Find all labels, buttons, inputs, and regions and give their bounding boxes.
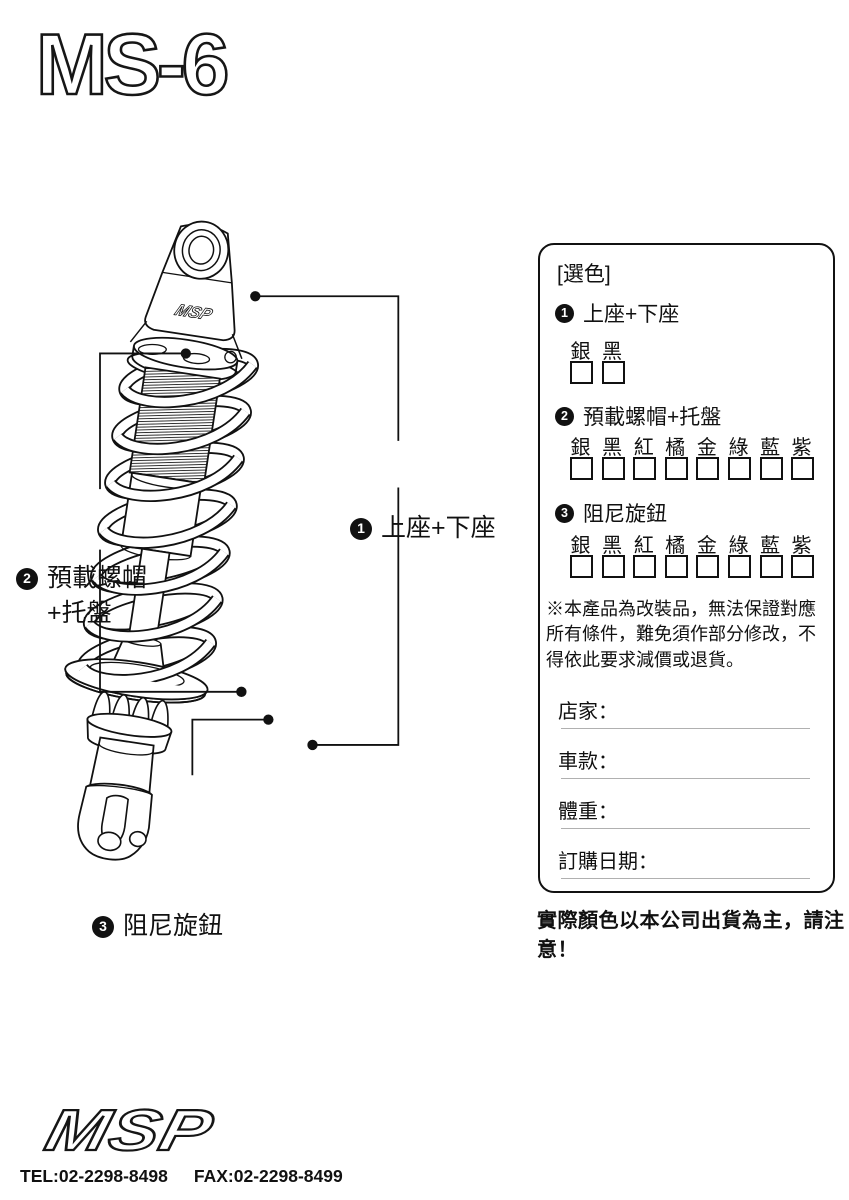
callout-leader-lines xyxy=(99,295,400,776)
lower-fork xyxy=(77,736,155,861)
color-checkbox[interactable] xyxy=(791,555,815,578)
color-checkbox[interactable] xyxy=(570,555,593,578)
callout-2-label-line1: 預載螺帽 xyxy=(47,564,148,592)
callout-1-label: 上座+下座 xyxy=(381,514,496,542)
shock-absorber-drawing: MSP xyxy=(64,220,400,861)
color-label: 橘 xyxy=(665,535,686,557)
field-weight-input[interactable] xyxy=(561,828,810,829)
leader-1 xyxy=(255,295,400,746)
color-label: 綠 xyxy=(728,535,749,557)
color-label: 銀 xyxy=(570,341,591,363)
color-label: 紫 xyxy=(791,535,812,557)
leader-3 xyxy=(191,718,269,776)
color-label: 橘 xyxy=(665,437,686,459)
color-label: 紅 xyxy=(633,535,654,557)
callout-2-bullet: 2 xyxy=(16,567,38,590)
leader-2-lower xyxy=(99,549,242,693)
color-label: 金 xyxy=(696,535,717,557)
color-checkbox[interactable] xyxy=(601,555,625,578)
color-label: 黑 xyxy=(602,437,623,459)
color-notice-text: 實際顏色以本公司出貨為主，請注意！ xyxy=(537,910,845,961)
section-3-label: 阻尼旋鈕 xyxy=(583,503,667,526)
section-2-bullet: 2 xyxy=(555,406,574,426)
callout-3-bullet: 3 xyxy=(92,915,114,938)
tel-text: TEL:02-2298-8498 xyxy=(20,1166,168,1186)
section-1-bullet: 1 xyxy=(555,303,574,323)
disclaimer-text: ※本產品為改裝品，無法保證對應 所有條件，難免須作部分修改，不 得依此要求減價或… xyxy=(546,597,834,673)
section-2-header: 2 預載螺帽+托盤 xyxy=(555,401,721,431)
color-checkbox[interactable] xyxy=(664,457,688,480)
color-checkbox[interactable] xyxy=(570,457,593,480)
color-checkbox[interactable] xyxy=(664,555,688,578)
shock-body-group: MSP xyxy=(64,220,260,861)
callout-1-bullet: 1 xyxy=(350,517,372,540)
color-checkbox[interactable] xyxy=(791,457,815,480)
callout-damping-knob: 3 阻尼旋鈕 xyxy=(92,909,223,944)
color-checkbox[interactable] xyxy=(696,555,720,578)
section-1-header: 1 上座+下座 xyxy=(555,298,679,328)
field-shop-label: 店家： xyxy=(558,701,618,723)
color-label: 銀 xyxy=(570,535,591,557)
threaded-body xyxy=(128,366,221,485)
color-label: 黑 xyxy=(602,341,623,363)
callout-preload-nut-tray: 2 預載螺帽 +托盤 xyxy=(16,561,147,631)
color-label: 金 xyxy=(696,437,717,459)
field-vehicle-label: 車款： xyxy=(558,751,618,773)
color-checkbox[interactable] xyxy=(570,361,593,384)
contact-info: TEL:02-2298-8498 FAX:02-2298-8499 xyxy=(20,1166,343,1187)
color-checkbox[interactable] xyxy=(727,555,751,578)
callout-upper-lower-seat: 1 上座+下座 xyxy=(350,511,496,546)
section-3-colors: 銀 黑 紅 橘 金 綠 藍 紫 xyxy=(570,529,823,578)
disclaimer-line: 所有條件，難免須作部分修改，不 xyxy=(546,624,816,645)
section-1-colors: 銀 黑 xyxy=(570,335,633,384)
field-order-date-input[interactable] xyxy=(561,878,810,879)
color-checkbox[interactable] xyxy=(601,361,625,384)
engraved-brand: MSP xyxy=(172,301,217,324)
color-checkbox[interactable] xyxy=(759,555,783,578)
spring-front-coils xyxy=(77,360,258,687)
color-selection-panel: [選色] 1 上座+下座 銀 黑 2 預載螺帽+托盤 銀 黑 紅 橘 金 綠 藍… xyxy=(538,243,835,893)
color-label: 藍 xyxy=(760,535,781,557)
callout-2-label-line2: +托盤 xyxy=(47,599,112,627)
field-vehicle-input[interactable] xyxy=(561,778,810,779)
model-title: MS-6 xyxy=(35,17,231,113)
disclaimer-line: 得依此要求減價或退貨。 xyxy=(546,649,744,670)
fax-text: FAX:02-2298-8499 xyxy=(193,1166,343,1186)
callout-3-label: 阻尼旋鈕 xyxy=(123,912,224,940)
field-order-date-label: 訂購日期： xyxy=(558,851,658,873)
leader-2-upper xyxy=(99,352,186,490)
color-checkbox[interactable] xyxy=(759,457,783,480)
color-checkbox[interactable] xyxy=(727,457,751,480)
color-label: 紅 xyxy=(633,437,654,459)
field-weight-label: 體重： xyxy=(558,801,618,823)
color-label: 藍 xyxy=(760,437,781,459)
upper-mount: MSP xyxy=(129,220,243,360)
color-label: 綠 xyxy=(728,437,749,459)
section-3-header: 3 阻尼旋鈕 xyxy=(555,498,667,528)
color-checkbox[interactable] xyxy=(601,457,625,480)
color-checkbox[interactable] xyxy=(696,457,720,480)
color-label: 紫 xyxy=(791,437,812,459)
section-2-label: 預載螺帽+托盤 xyxy=(583,406,722,429)
color-checkbox[interactable] xyxy=(633,555,657,578)
section-2-colors: 銀 黑 紅 橘 金 綠 藍 紫 xyxy=(570,431,823,480)
callout-leader-dots xyxy=(180,291,318,751)
brand-logo: MSP xyxy=(38,1097,221,1164)
color-checkbox[interactable] xyxy=(633,457,657,480)
field-shop-input[interactable] xyxy=(561,728,810,729)
panel-title: [選色] xyxy=(557,263,611,286)
section-3-bullet: 3 xyxy=(555,503,574,523)
section-1-label: 上座+下座 xyxy=(583,303,680,326)
color-label: 銀 xyxy=(570,437,591,459)
color-label: 黑 xyxy=(602,535,623,557)
disclaimer-line: ※本產品為改裝品，無法保證對應 xyxy=(546,599,816,619)
